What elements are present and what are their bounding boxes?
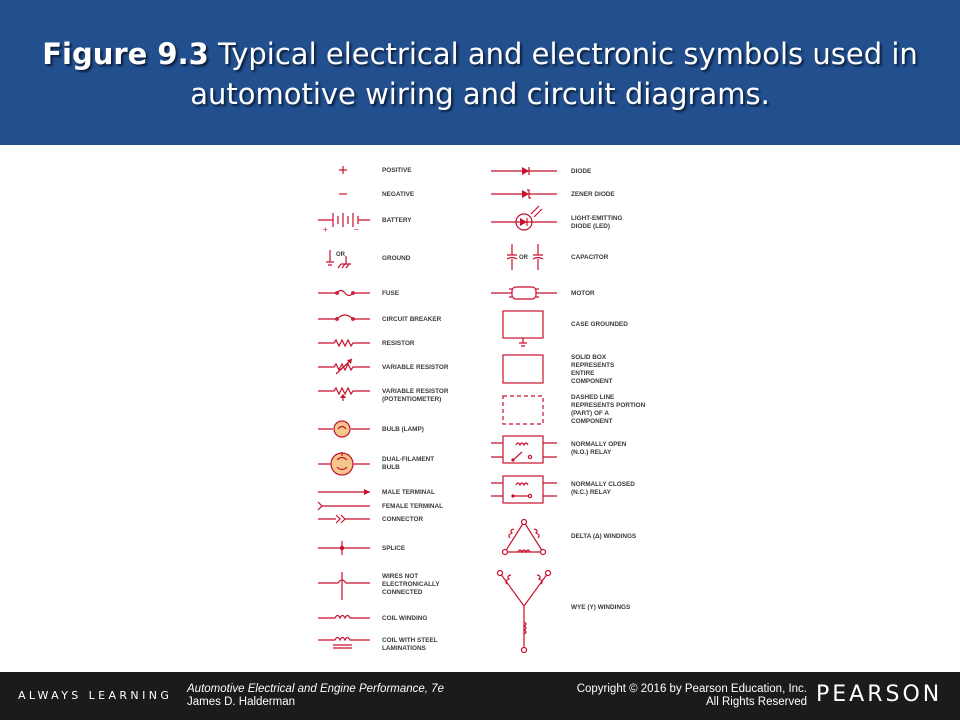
connector-symbol [318,514,370,524]
label-female-terminal: FEMALE TERMINAL [382,503,443,510]
copyright-line: Copyright © 2016 by Pearson Education, I… [576,683,807,695]
label-splice: SPLICE [382,545,406,552]
normally-open-relay-symbol [491,435,557,464]
label-bulb: BULB (LAMP) [382,426,424,433]
label-wye-windings: WYE (Y) WINDINGS [571,604,631,611]
label-circuit-breaker: CIRCUIT BREAKER [382,316,442,323]
always-learning-brand: ALWAYS LEARNING [18,689,173,702]
coil-winding-symbol [318,614,370,620]
label-connector: CONNECTOR [382,516,423,523]
label-positive: POSITIVE [382,167,412,174]
circuit-breaker-symbol [318,314,370,321]
symbol-figure: + − OR [0,145,960,672]
rights-line: All Rights Reserved [706,696,807,708]
potentiometer-symbol [318,386,370,401]
label-diode: DIODE [571,168,592,175]
splice-symbol [318,541,370,555]
dual-filament-bulb-symbol [318,452,370,476]
label-zener-diode: ZENER DIODE [571,191,615,198]
zener-diode-symbol [491,189,557,199]
left-label-column: POSITIVE NEGATIVE BATTERY GROUND FUSE CI… [382,167,449,652]
label-delta-windings: DELTA (Δ) WINDINGS [571,533,637,540]
wye-windings-symbol [496,569,552,654]
label-resistor: RESISTOR [382,340,415,347]
diode-symbol [491,167,557,175]
case-grounded-symbol [502,310,544,347]
battery-minus: − [354,225,359,234]
capacitor-or: OR [519,255,529,261]
fuse-symbol [318,289,370,297]
bulb-symbol [318,420,370,438]
wires-not-connected-symbol [318,572,370,600]
label-potentiometer: VARIABLE RESISTOR(POTENTIOMETER) [382,388,449,403]
female-terminal-symbol [317,501,370,511]
copyright-info: Copyright © 2016 by Pearson Education, I… [577,683,807,709]
led-symbol [491,205,557,231]
symbol-diagram: + − OR [317,166,646,654]
slide-title: Figure 9.3 Typical electrical and electr… [40,34,920,114]
label-coil-winding: COIL WINDING [382,615,427,622]
pearson-logo: PEARSON [816,682,943,707]
label-fuse: FUSE [382,290,400,297]
positive-symbol [339,166,347,174]
solid-box-symbol [502,354,544,384]
battery-symbol: + − [318,213,370,234]
ground-symbol: OR [326,250,351,269]
normally-closed-relay-symbol [491,475,557,504]
slide-header: Figure 9.3 Typical electrical and electr… [0,0,960,145]
resistor-symbol [318,338,370,348]
label-ground: GROUND [382,255,411,262]
coil-steel-laminations-symbol [318,636,370,649]
label-male-terminal: MALE TERMINAL [382,489,435,496]
label-variable-resistor: VARIABLE RESISTOR [382,364,449,371]
motor-symbol [491,286,557,300]
slide-footer: ALWAYS LEARNING Automotive Electrical an… [0,672,960,720]
label-normally-open-relay: NORMALLY OPEN(N.O.) RELAY [571,441,627,456]
figure-caption: Typical electrical and electronic symbol… [190,37,918,111]
label-negative: NEGATIVE [382,191,415,198]
book-title: Automotive Electrical and Engine Perform… [187,683,444,695]
book-author: James D. Halderman [187,696,296,708]
label-motor: MOTOR [571,290,595,297]
battery-plus: + [323,225,328,234]
book-info: Automotive Electrical and Engine Perform… [187,683,444,709]
capacitor-symbol: OR [506,244,544,270]
ground-or: OR [336,252,346,258]
male-terminal-symbol [318,489,370,495]
figure-number: Figure 9.3 [42,37,209,71]
label-normally-closed-relay: NORMALLY CLOSED(N.C.) RELAY [571,481,635,496]
variable-resistor-symbol [318,358,370,375]
delta-windings-symbol [501,518,547,556]
label-battery: BATTERY [382,217,412,224]
label-case-grounded: CASE GROUNDED [571,321,628,328]
label-capacitor: CAPACITOR [571,254,609,261]
dashed-box-symbol [502,395,544,425]
